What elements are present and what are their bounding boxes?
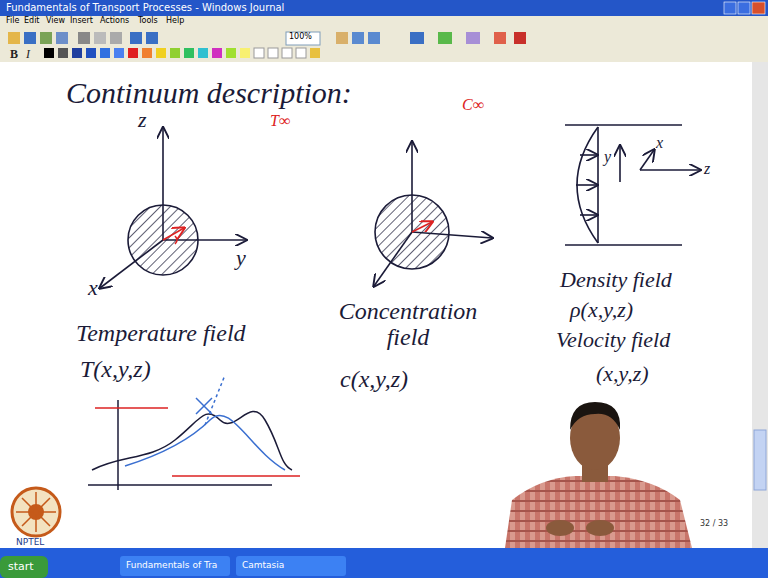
- menu-item: Tools: [138, 17, 158, 26]
- axis-label: y: [604, 148, 611, 166]
- start-label: start: [8, 561, 34, 573]
- taskbar: [0, 548, 768, 578]
- task-label: Camtasia: [242, 561, 284, 571]
- scrollbar: [752, 62, 768, 548]
- menu-item: Insert: [70, 17, 93, 26]
- field-function: T(x,y,z): [80, 356, 151, 382]
- field-function: (x,y,z): [596, 362, 649, 386]
- far-field-label: C∞: [462, 96, 484, 114]
- axis-label: y: [236, 246, 246, 270]
- menu-item: Help: [166, 17, 184, 26]
- menu-item: Edit: [24, 17, 40, 26]
- axis-label: z: [704, 160, 710, 178]
- presenter: [505, 402, 692, 548]
- profile-sketch: [88, 375, 300, 490]
- window-title: Fundamentals of Transport Processes - Wi…: [6, 2, 284, 13]
- nptel-logo: [12, 488, 60, 536]
- page-number: 32 / 33: [700, 520, 728, 529]
- logo-text: NPTEL: [16, 538, 44, 548]
- axis-label: x: [656, 134, 663, 152]
- sphere-temperature: [100, 128, 246, 288]
- field-name: Velocity field: [556, 328, 670, 352]
- sphere-concentration: [374, 142, 492, 286]
- task-label: Fundamentals of Tra: [126, 561, 217, 571]
- far-field-label: T∞: [270, 112, 290, 130]
- page-heading: Continuum description:: [66, 76, 352, 109]
- toolbar: [0, 28, 768, 62]
- task-button: [120, 556, 230, 576]
- field-name: Density field: [560, 268, 672, 292]
- field-name: Concentration field: [318, 298, 498, 351]
- menu-item: Actions: [100, 17, 129, 26]
- menu-bar: [0, 16, 768, 28]
- svg-text:B: B: [10, 47, 18, 61]
- field-function: ρ(x,y,z): [570, 298, 633, 322]
- field-name: Temperature field: [76, 320, 246, 346]
- channel-flow: [565, 125, 700, 245]
- toolbar-icons: B I: [8, 32, 526, 61]
- title-bar: [0, 0, 768, 16]
- task-button: [236, 556, 346, 576]
- journal-page: [0, 62, 752, 548]
- svg-text:I: I: [25, 47, 31, 61]
- menu-item: File: [6, 17, 19, 26]
- axis-label: z: [138, 108, 147, 132]
- axis-label: x: [88, 276, 98, 300]
- start-button: [0, 556, 48, 578]
- zoom-level: 100%: [289, 33, 312, 42]
- field-function: c(x,y,z): [340, 366, 408, 392]
- menu-item: View: [46, 17, 65, 26]
